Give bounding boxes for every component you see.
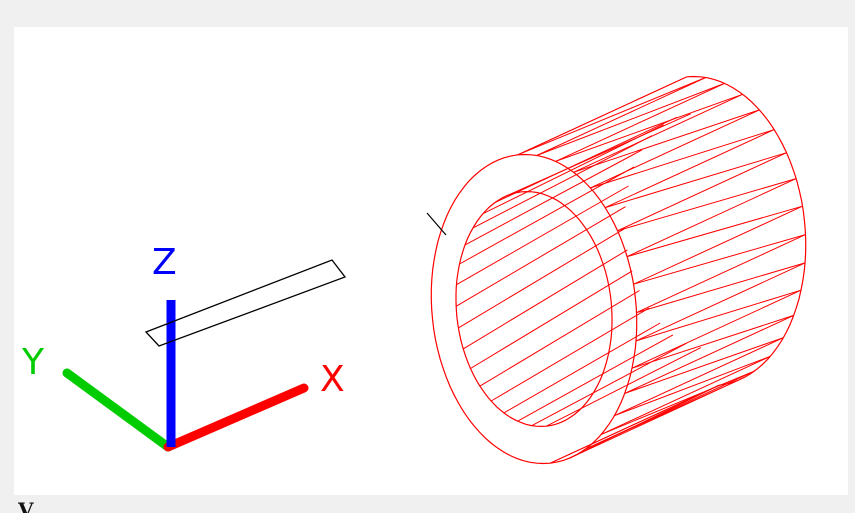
caption-fragment: V	[18, 500, 34, 513]
cylinder-front-inner	[455, 190, 613, 428]
bore-diagonal	[456, 185, 629, 286]
bore-diagonal	[479, 290, 640, 387]
cylinder-diagonal	[614, 355, 771, 417]
bore-diagonal	[517, 334, 674, 422]
bore-diagonal	[490, 307, 650, 402]
cylinder-diagonal	[555, 93, 743, 162]
cylinder-diagonal	[601, 370, 755, 435]
cylinder-edge	[604, 129, 775, 209]
bore-diagonal	[503, 322, 661, 414]
bore-diagonal	[531, 342, 687, 427]
z-axis-label: Z	[152, 242, 177, 283]
cylinder-diagonal	[517, 77, 706, 156]
bore-diagonal	[494, 116, 677, 204]
x-axis-line	[163, 383, 309, 452]
drawing-viewport[interactable]: Z Y X	[14, 27, 848, 495]
bore-diagonal	[458, 227, 626, 329]
cylinder-edge	[568, 380, 738, 460]
cylinder-silhouette	[549, 384, 720, 464]
ucs-axis-icon	[62, 300, 309, 452]
bore-diagonal	[459, 166, 635, 265]
cylinder-edge	[536, 77, 706, 156]
cylinder-edge	[631, 289, 802, 369]
cylinder-edge	[635, 262, 806, 342]
bottom-strip	[14, 495, 848, 513]
scene-canvas	[62, 75, 807, 465]
wireframe-cylinder[interactable]	[426, 75, 807, 465]
cylinder-front-outer	[430, 153, 638, 465]
cylinder-diagonal	[568, 384, 720, 460]
cylinder-edge	[617, 152, 787, 232]
cylinder-diagonal	[590, 129, 775, 189]
cylinder-edge	[626, 178, 797, 258]
cylinder-edge	[636, 234, 806, 314]
cylinder-diagonal	[631, 314, 794, 369]
cylinder-diagonal	[633, 234, 806, 285]
cylinder-silhouette	[517, 76, 688, 156]
cylinder-diagonal	[617, 178, 797, 232]
bore-diagonal	[507, 113, 691, 196]
cylinder-back-rim	[686, 75, 807, 386]
cylinder-edge	[624, 314, 794, 394]
cylinder-edge	[573, 93, 743, 173]
bore-diagonal	[546, 347, 702, 427]
cylinder-diagonal	[536, 82, 725, 156]
cylinder-diagonal	[573, 109, 760, 173]
cylinder-edge	[600, 355, 771, 435]
cylinder-diagonal	[635, 289, 802, 342]
cylinder-diagonal	[636, 262, 806, 314]
cylinder-diagonal	[605, 152, 787, 209]
bore-diagonal	[455, 206, 626, 307]
flat-rectangle[interactable]	[144, 259, 347, 347]
cylinder-edge	[555, 82, 725, 162]
cylinder-edge	[633, 205, 803, 285]
cylinder-edge	[590, 109, 760, 189]
cylinder-edge	[614, 337, 784, 417]
cylinder-diagonal	[624, 337, 784, 394]
y-axis-label: Y	[22, 342, 44, 383]
bore-diagonal	[472, 135, 653, 229]
rectangle-stub	[426, 212, 447, 236]
y-axis-line	[62, 368, 173, 452]
bore-diagonal	[462, 249, 628, 350]
bore-diagonal	[470, 270, 633, 369]
x-axis-label: X	[320, 359, 345, 400]
bore-diagonal	[464, 149, 643, 246]
cylinder-diagonal	[626, 205, 803, 258]
